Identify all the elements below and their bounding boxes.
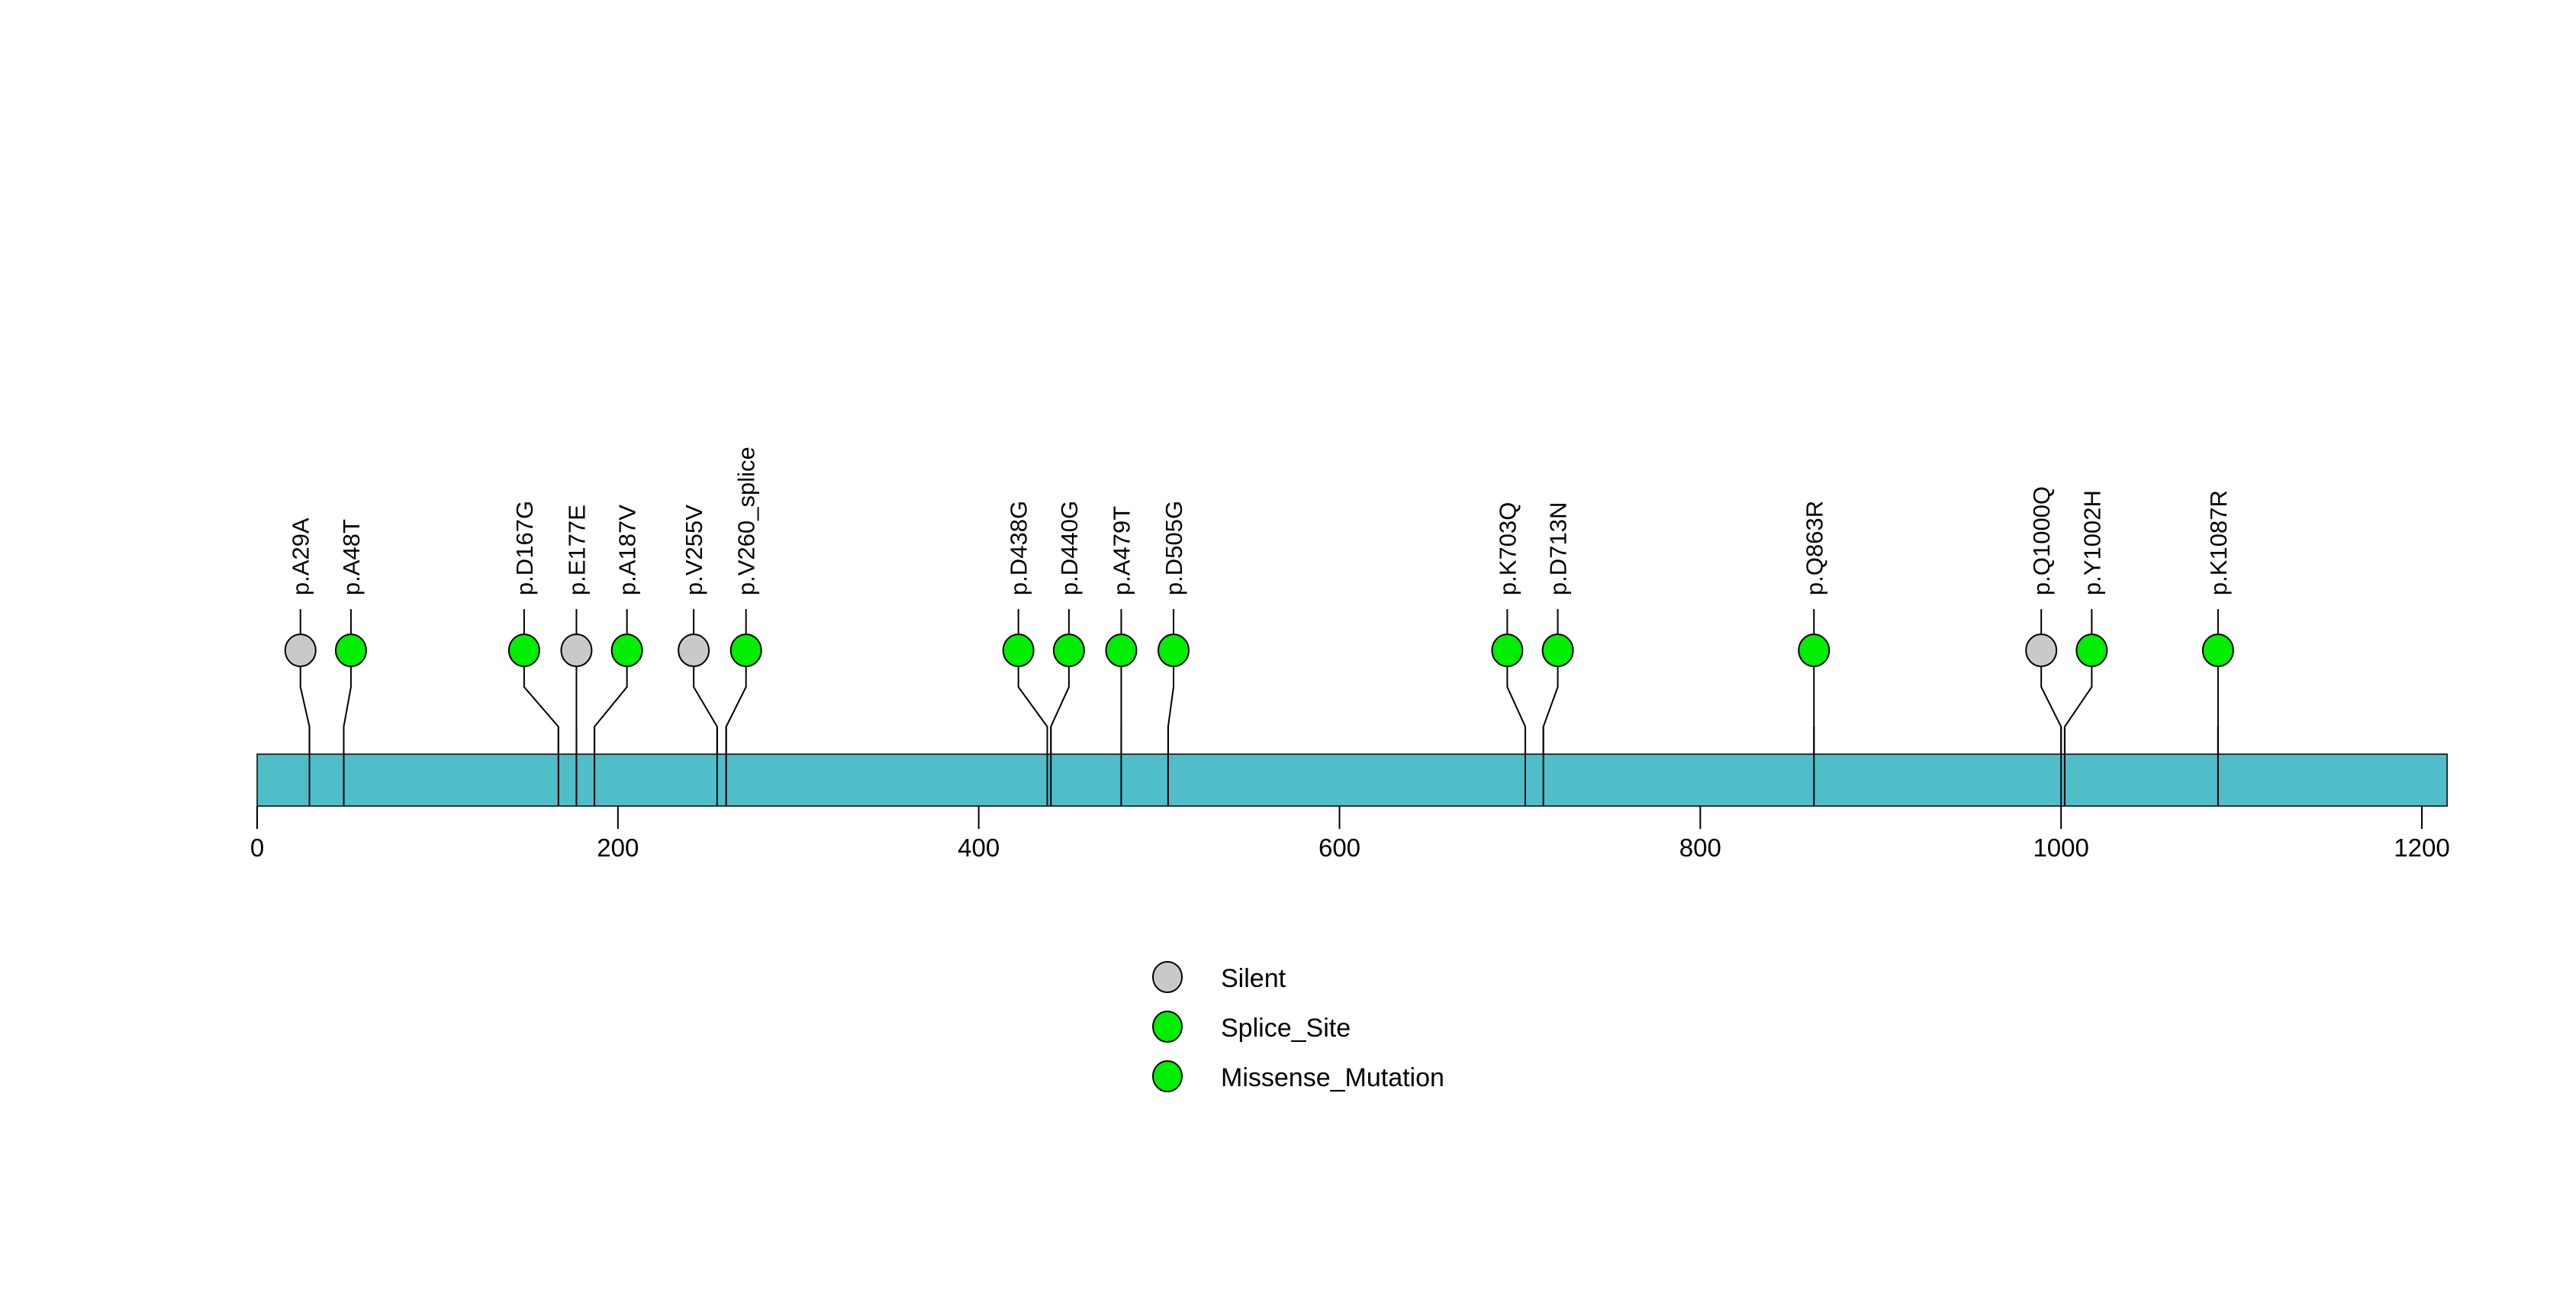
mutation-label: p.A48T xyxy=(338,519,365,595)
mutation-label: p.K703Q xyxy=(1494,502,1521,595)
mutation-label: p.D438G xyxy=(1006,501,1032,595)
mutation-label: p.A29A xyxy=(288,518,314,595)
mutation-marker xyxy=(1002,634,1035,667)
mutation-marker xyxy=(1541,634,1574,667)
mutation-label: p.Q863R xyxy=(1801,501,1827,595)
mutation-label: p.D713N xyxy=(1545,502,1572,595)
mutation-marker xyxy=(1798,634,1831,667)
mutation-label: p.Q1000Q xyxy=(2028,486,2055,595)
axis-tick-label: 0 xyxy=(250,834,264,862)
axis-tick-label: 800 xyxy=(1679,834,1721,862)
mutation-marker xyxy=(2201,634,2234,667)
mutation-label: p.A479T xyxy=(1108,506,1135,595)
mutation-label: p.Y1002H xyxy=(2079,490,2105,595)
mutation-label: p.K1087R xyxy=(2205,490,2232,595)
legend-label: Silent xyxy=(1221,964,1286,993)
mutation-marker xyxy=(1157,634,1190,667)
legend-marker xyxy=(1152,961,1183,993)
mutation-marker xyxy=(729,634,762,667)
mutation-marker xyxy=(610,634,643,667)
mutation-label: p.D505G xyxy=(1161,501,1187,595)
axis-tick-label: 200 xyxy=(597,834,639,862)
mutation-label: p.D167G xyxy=(511,501,538,595)
mutation-marker xyxy=(1105,634,1138,667)
legend-marker xyxy=(1152,1011,1183,1043)
x-axis: 0 200 400 600 800 1000 1200 xyxy=(250,806,2450,862)
protein-bar xyxy=(256,753,2448,807)
mutation-marker xyxy=(284,634,317,667)
mutation-marker xyxy=(2075,634,2108,667)
mutation-marker xyxy=(507,634,540,667)
legend-label: Splice_Site xyxy=(1221,1014,1351,1043)
axis-tick-label: 400 xyxy=(958,834,1000,862)
mutation-label: p.V260_splice xyxy=(733,447,760,595)
mutation-marker xyxy=(2025,634,2058,667)
mutation-marker xyxy=(334,634,367,667)
legend-marker xyxy=(1152,1060,1183,1092)
mutation-label: p.A187V xyxy=(614,505,641,595)
axis-tick-label: 1000 xyxy=(2033,834,2088,862)
mutation-marker xyxy=(1491,634,1524,667)
mutation-marker xyxy=(678,634,710,667)
axis-tick-label: 1200 xyxy=(2394,834,2449,862)
legend-label: Missense_Mutation xyxy=(1221,1063,1444,1092)
mutation-marker xyxy=(560,634,593,667)
mutation-marker xyxy=(1052,634,1085,667)
mutation-label: p.E177E xyxy=(563,505,590,595)
axis-tick-label: 600 xyxy=(1319,834,1360,862)
stem-overbar-layer xyxy=(308,727,2219,805)
mutation-label: p.D440G xyxy=(1056,501,1083,595)
mutation-label: p.V255V xyxy=(681,505,707,595)
